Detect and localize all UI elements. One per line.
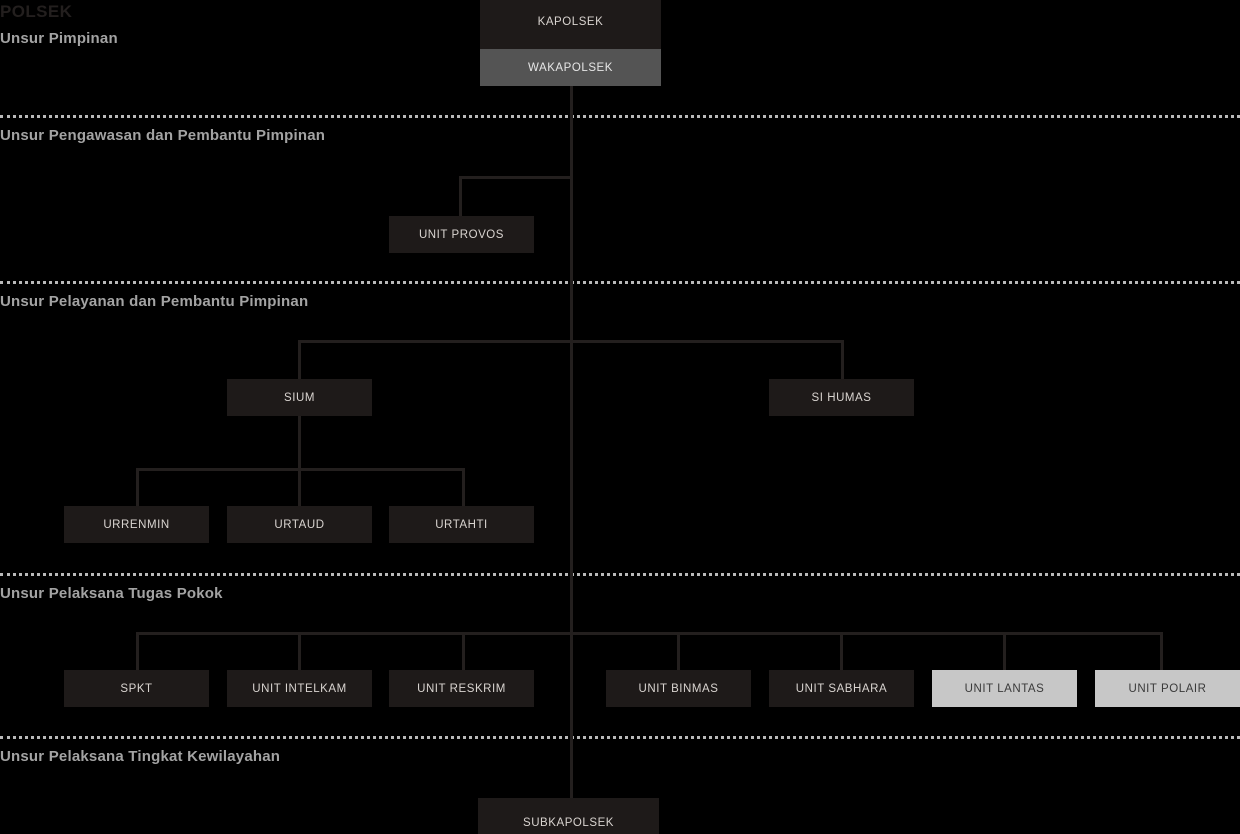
node-urrenmin[interactable]: URRENMIN xyxy=(64,506,209,543)
section-label-unsur-pengawasan: Unsur Pengawasan dan Pembantu Pimpinan xyxy=(0,127,326,144)
section-label-unsur-pimpinan: Unsur Pimpinan xyxy=(0,30,118,47)
connector-provos-horizontal xyxy=(459,176,573,179)
connector-pelaksana-horizontal xyxy=(136,632,1163,635)
connector-provos-vertical xyxy=(459,176,462,216)
node-si-humas[interactable]: SI HUMAS xyxy=(769,379,914,416)
connector-urtaud-vertical xyxy=(298,468,301,506)
connector-polair-vertical xyxy=(1160,632,1163,670)
spine-main xyxy=(570,86,573,798)
node-unit-sabhara[interactable]: UNIT SABHARA xyxy=(769,670,914,707)
node-urtahti[interactable]: URTAHTI xyxy=(389,506,534,543)
connector-sabhara-vertical xyxy=(840,632,843,670)
section-label-unsur-pelayanan: Unsur Pelayanan dan Pembantu Pimpinan xyxy=(0,293,309,310)
divider-1 xyxy=(0,115,1240,118)
connector-humas-vertical xyxy=(841,340,844,379)
connector-reskrim-vertical xyxy=(462,632,465,670)
connector-sium-vertical xyxy=(298,340,301,379)
connector-urtahti-vertical xyxy=(462,468,465,506)
node-subkapolsek[interactable]: SUBKAPOLSEK xyxy=(478,798,659,834)
node-wakapolsek[interactable]: WAKAPOLSEK xyxy=(480,49,661,86)
node-unit-binmas[interactable]: UNIT BINMAS xyxy=(606,670,751,707)
connector-sium-humas-horizontal xyxy=(298,340,844,343)
node-spkt[interactable]: SPKT xyxy=(64,670,209,707)
connector-sium-dropline xyxy=(298,416,301,468)
section-label-unsur-pelaksana-kewilayahan: Unsur Pelaksana Tingkat Kewilayahan xyxy=(0,748,281,765)
node-unit-intelkam[interactable]: UNIT INTELKAM xyxy=(227,670,372,707)
section-label-unsur-pelaksana-tugas-pokok: Unsur Pelaksana Tugas Pokok xyxy=(0,585,223,602)
connector-intelkam-vertical xyxy=(298,632,301,670)
node-kapolsek[interactable]: KAPOLSEK xyxy=(480,0,661,49)
node-sium[interactable]: SIUM xyxy=(227,379,372,416)
divider-2 xyxy=(0,281,1240,284)
node-unit-reskrim[interactable]: UNIT RESKRIM xyxy=(389,670,534,707)
divider-3 xyxy=(0,573,1240,576)
connector-binmas-vertical xyxy=(677,632,680,670)
page-title: POLSEK xyxy=(0,2,73,21)
connector-spkt-vertical xyxy=(136,632,139,670)
node-unit-lantas[interactable]: UNIT LANTAS xyxy=(932,670,1077,707)
node-unit-provos[interactable]: UNIT PROVOS xyxy=(389,216,534,253)
node-urtaud[interactable]: URTAUD xyxy=(227,506,372,543)
node-unit-polair[interactable]: UNIT POLAIR xyxy=(1095,670,1240,707)
connector-urrenmin-vertical xyxy=(136,468,139,506)
divider-4 xyxy=(0,736,1240,739)
connector-lantas-vertical xyxy=(1003,632,1006,670)
